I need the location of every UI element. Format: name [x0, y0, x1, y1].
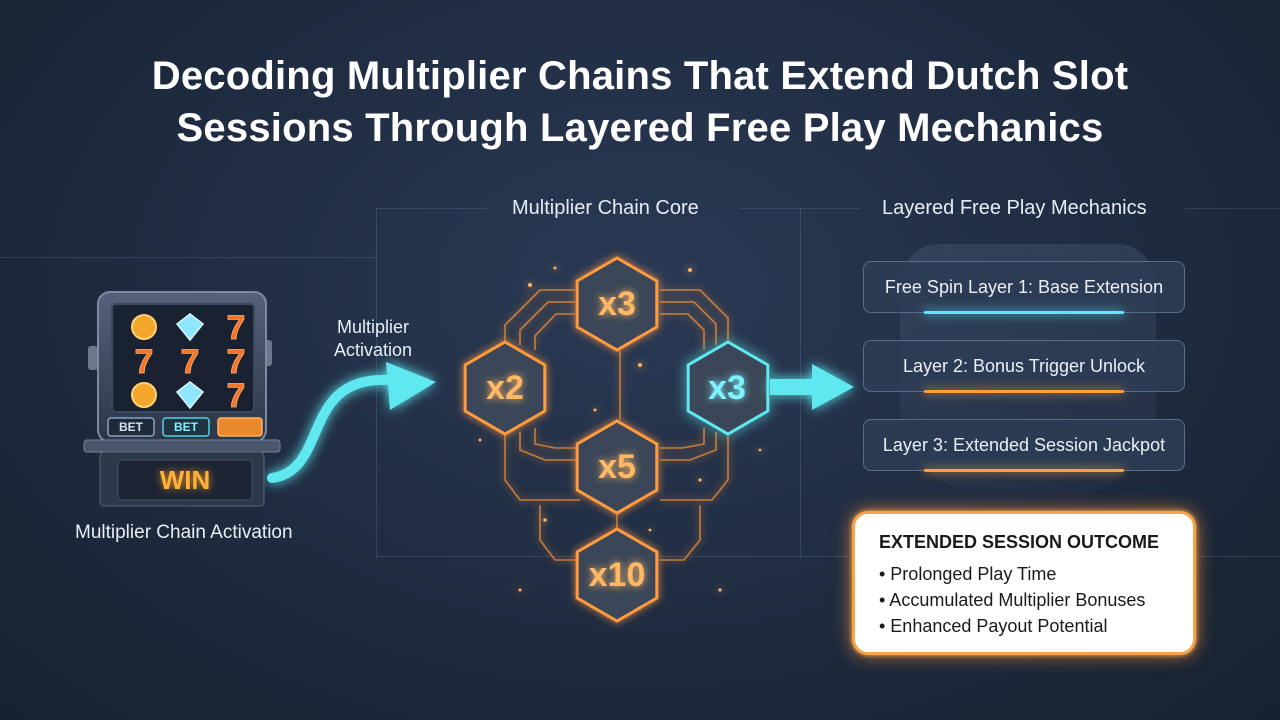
spark-dots: [478, 266, 762, 592]
seven-icon: 7: [181, 343, 200, 381]
title-line-1: Decoding Multiplier Chains That Extend D…: [151, 54, 1129, 98]
hex-node-4: [575, 527, 659, 623]
layer-card-3-label: Layer 3: Extended Session Jackpot: [882, 435, 1166, 455]
layer-card-3: Layer 3: Extended Session Jackpot: [863, 419, 1185, 472]
slot-machine-caption: Multiplier Chain Activation: [75, 522, 293, 543]
grid-line: [0, 257, 376, 258]
layer-card-1: Free Spin Layer 1: Base Extension: [863, 261, 1185, 314]
arrow-label-line-1: Multiplier: [336, 317, 410, 337]
layers-heading: Layered Free Play Mechanics: [882, 197, 1147, 219]
outcome-box: EXTENDED SESSION OUTCOME • Prolonged Pla…: [852, 511, 1196, 655]
outcome-item-3: • Enhanced Payout Potential: [879, 616, 1108, 636]
node-x3-right: x3: [708, 369, 746, 407]
outcome-item-2: • Accumulated Multiplier Bonuses: [879, 590, 1146, 610]
hex-node-2: [686, 340, 770, 436]
page-title: Decoding Multiplier Chains That Extend D…: [0, 50, 1280, 154]
diamond-icon: [175, 381, 205, 410]
bet-button-1: BET: [119, 420, 143, 434]
multiplier-hexes: [463, 256, 770, 623]
seven-icon: 7: [135, 343, 154, 381]
coin-icon: [131, 314, 157, 340]
activation-arrow-label: Multiplier Activation: [320, 316, 426, 362]
seven-icon: 7: [227, 343, 246, 381]
layer-card-2: Layer 2: Bonus Trigger Unlock: [863, 340, 1185, 393]
coin-icon: [131, 382, 157, 408]
layer-card-3-glow: [924, 469, 1124, 472]
hex-node-0: [575, 256, 659, 352]
outcome-title: EXTENDED SESSION OUTCOME: [879, 532, 1160, 552]
node-x3-top: x3: [598, 285, 636, 323]
grid-line: [740, 208, 860, 209]
seven-icon: 7: [227, 377, 246, 415]
seven-icon: 7: [227, 309, 246, 347]
layers-arrow: [770, 364, 854, 410]
node-x2: x2: [486, 369, 524, 407]
hex-node-1: [463, 340, 547, 436]
grid-line: [1185, 208, 1280, 209]
layer-card-2-glow: [924, 390, 1124, 393]
outcome-item-1: • Prolonged Play Time: [879, 564, 1057, 584]
node-x5: x5: [598, 448, 636, 486]
layer-card-2-label: Layer 2: Bonus Trigger Unlock: [902, 356, 1146, 376]
layer-card-1-glow: [924, 311, 1124, 314]
title-line-2: Sessions Through Layered Free Play Mecha…: [176, 106, 1104, 150]
win-display: WIN: [159, 465, 211, 495]
node-x10: x10: [588, 556, 646, 594]
grid-line: [376, 208, 486, 209]
activation-arrow: [267, 362, 436, 483]
core-heading: Multiplier Chain Core: [512, 197, 699, 219]
bet-button-2: BET: [174, 420, 198, 434]
grid-line: [376, 556, 1280, 557]
arrow-label-line-2: Activation: [333, 340, 413, 360]
layer-card-1-label: Free Spin Layer 1: Base Extension: [884, 277, 1164, 297]
hex-node-3: [575, 419, 659, 515]
diamond-icon: [175, 313, 205, 342]
